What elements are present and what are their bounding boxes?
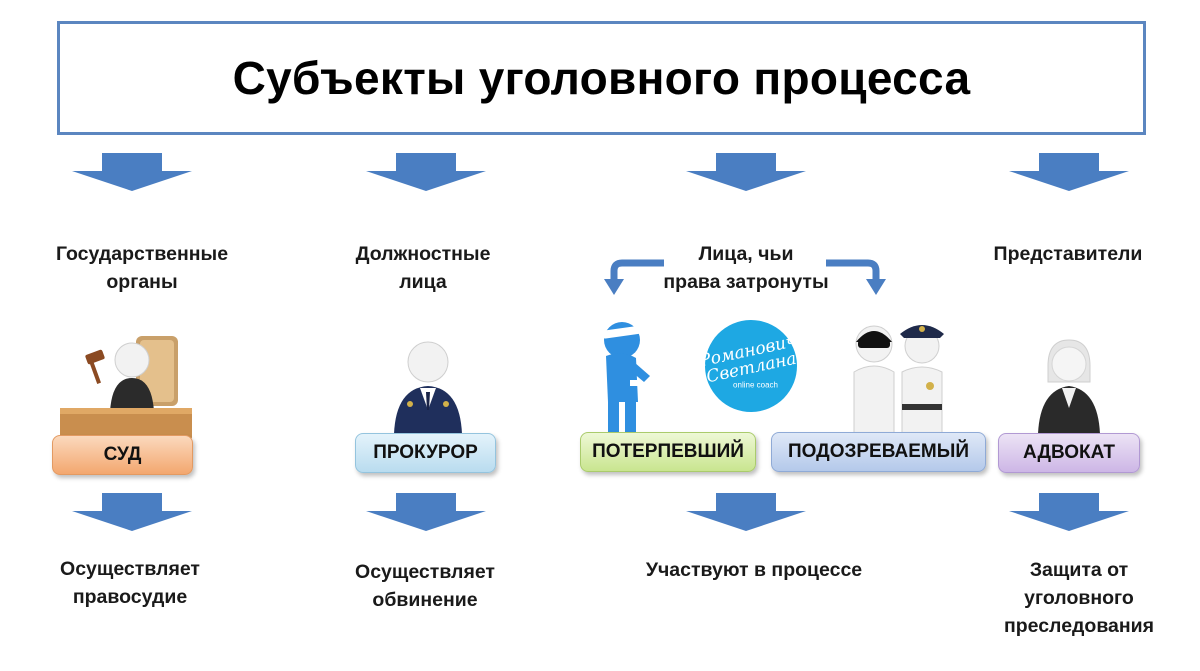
diagram-title: Субъекты уголовного процесса — [232, 52, 971, 104]
function-prosecution: Осуществляет обвинение — [355, 561, 495, 611]
function-justice: Осуществляет правосудие — [60, 558, 200, 608]
role-prosecutor: ПРОКУРОР — [355, 433, 496, 473]
down-arrow-icon — [686, 493, 806, 531]
police-icon — [900, 318, 901, 319]
category-representatives: Представители — [993, 243, 1143, 265]
curved-arrow-right-icon — [826, 259, 886, 295]
down-arrow-icon — [72, 153, 192, 191]
lawyer-icon — [1038, 339, 1100, 434]
prosecutor-icon — [394, 341, 462, 434]
down-arrow-icon — [366, 153, 486, 191]
role-lawyer: АДВОКАТ — [998, 433, 1140, 473]
category-state-bodies: Государственные органы — [55, 243, 229, 293]
role-suspect: ПОДОЗРЕВАЕМЫЙ — [771, 432, 986, 472]
function-participation: Участвуют в процессе — [645, 559, 863, 581]
down-arrow-icon — [1009, 493, 1129, 531]
down-arrow-icon — [686, 153, 806, 191]
judge-icon — [60, 336, 192, 440]
role-victim: ПОТЕРПЕВШИЙ — [580, 432, 756, 472]
victim-icon — [602, 322, 650, 434]
function-defense: Защита от уголовного преследования — [1003, 559, 1155, 637]
suspect-icon — [853, 325, 944, 434]
down-arrow-icon — [1009, 153, 1129, 191]
brand-logo: Романович Светлана online coach — [696, 311, 806, 421]
curved-arrow-left-icon — [604, 259, 664, 295]
category-officials: Должностные лица — [355, 243, 491, 293]
down-arrow-icon — [366, 493, 486, 531]
title-box: Субъекты уголовного процесса — [57, 21, 1146, 135]
role-court: СУД — [52, 435, 193, 475]
category-affected-persons: Лица, чьи права затронуты — [663, 243, 829, 293]
down-arrow-icon — [72, 493, 192, 531]
